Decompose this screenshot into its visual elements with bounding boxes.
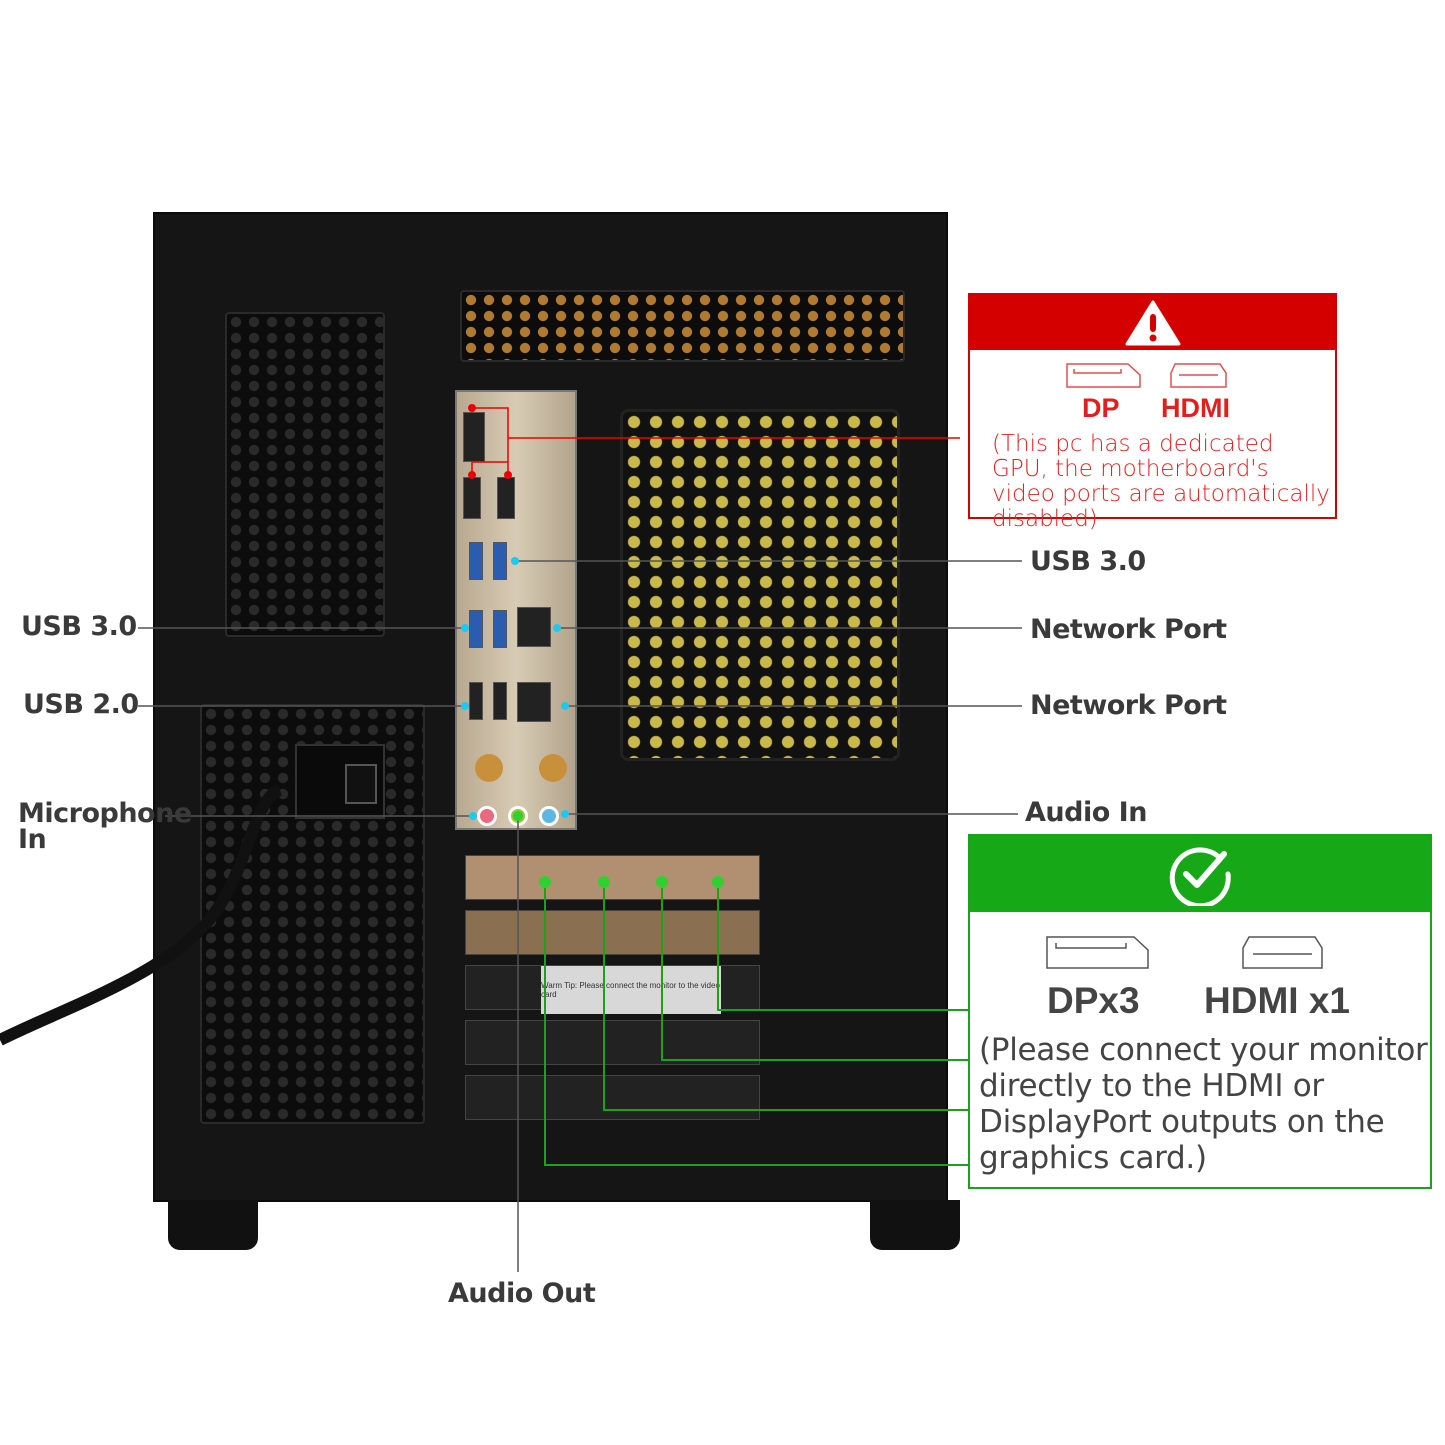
label-usb30-right: USB 3.0 [1030,546,1146,577]
rear-fan [620,409,900,761]
power-switch[interactable] [345,764,377,804]
dp-port-icon [1046,936,1149,969]
warning-box: DP HDMI (This pc has a dedicated GPU, th… [968,293,1337,532]
ethernet-port [517,682,551,722]
gpu-bracket [465,910,760,955]
check-circle-icon [1169,847,1231,906]
top-left-vent [225,312,385,637]
expansion-slot [465,1075,760,1120]
usb3-port [469,610,483,648]
hdmix1-label: HDMI x1 [1204,980,1350,1021]
usb3-port [493,542,507,580]
dpx3-label: DPx3 [1047,980,1140,1021]
warning-note: (This pc has a dedicated GPU, the mother… [992,431,1330,532]
warning-header [970,295,1335,350]
mic-jack [477,806,497,826]
usb2-port [493,682,507,720]
label-mic-line2: In [18,824,47,855]
label-network-port-2: Network Port [1030,690,1227,721]
top-vent [460,290,905,362]
antenna-connector [539,754,567,782]
gpu-note: (Please connect your monitor directly to… [979,1032,1428,1176]
label-mic-line1: Microphone [18,798,192,829]
ethernet-port [517,607,551,647]
hdmi-port-icon [1170,363,1227,388]
audio-in-jack [539,806,559,826]
usb2-port [469,682,483,720]
label-usb20-left: USB 2.0 [23,689,139,720]
gpu-box: DPx3 HDMI x1 (Please connect your monito… [968,834,1432,1189]
gpu-header [970,836,1430,912]
expansion-slot [465,1020,760,1065]
warning-triangle-icon [1125,300,1180,345]
gpu-bracket [465,855,760,900]
hdmi-port-icon [1242,936,1323,969]
io-shield [455,390,577,830]
usb3-port [469,542,483,580]
usb3-port [493,610,507,648]
dp-label: DP [1082,393,1120,423]
expansion-slot: Warm Tip: Please connect the monitor to … [465,965,760,1014]
label-audio-in: Audio In [1025,797,1147,828]
label-usb30-left: USB 3.0 [21,611,137,642]
label-network-port-1: Network Port [1030,614,1227,645]
dp-port-icon [1066,363,1141,388]
pc-case-rear [153,212,948,1202]
power-cable [0,784,283,1046]
antenna-connector [475,754,503,782]
label-audio-out: Audio Out [448,1278,596,1309]
case-foot [168,1200,258,1250]
warm-tip-sticker: Warm Tip: Please connect the monitor to … [541,966,721,1014]
hdmi-label: HDMI [1161,393,1230,423]
case-foot [870,1200,960,1250]
